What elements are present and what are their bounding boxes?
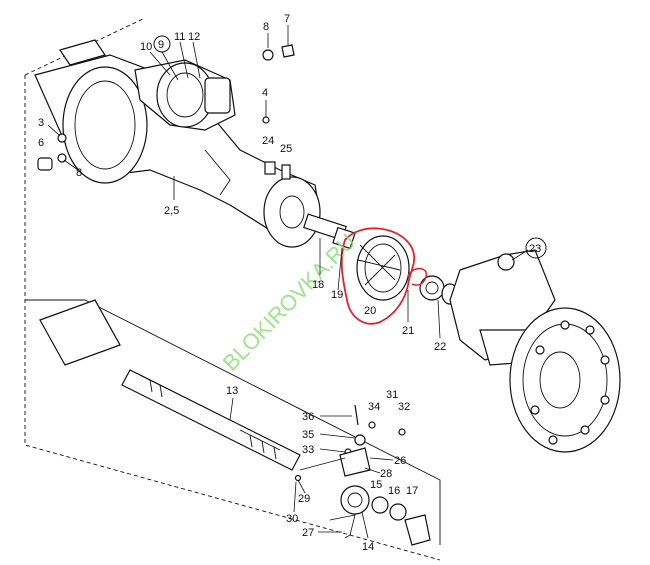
label-7: 7 xyxy=(284,13,290,25)
label-10: 10 xyxy=(140,41,152,53)
label-9-circle xyxy=(153,35,171,53)
label-8a: 8 xyxy=(263,21,269,33)
label-36: 36 xyxy=(302,411,314,423)
callout-labels: 7 8 10 9 11 12 4 3 6 8 24 25 2,5 18 19 2… xyxy=(38,13,547,553)
label-19: 19 xyxy=(331,289,343,301)
label-18: 18 xyxy=(312,279,324,291)
label-31: 31 xyxy=(386,389,398,401)
label-23: 23 xyxy=(529,243,541,255)
label-30: 30 xyxy=(286,513,298,525)
label-22: 22 xyxy=(434,341,446,353)
label-6: 6 xyxy=(38,137,44,149)
label-35: 35 xyxy=(302,429,314,441)
label-25: 25 xyxy=(280,143,292,155)
label-32: 32 xyxy=(398,401,410,413)
label-33: 33 xyxy=(302,444,314,456)
label-17: 17 xyxy=(406,485,418,497)
wheel-hub xyxy=(449,249,621,453)
label-13: 13 xyxy=(226,385,238,397)
label-20: 20 xyxy=(364,305,376,317)
label-27: 27 xyxy=(302,527,314,539)
watermark-text: BLOKIROVKA.RU xyxy=(218,229,361,376)
label-11: 11 xyxy=(174,31,185,43)
label-16: 16 xyxy=(388,485,400,497)
label-14: 14 xyxy=(362,541,374,553)
leader-lines xyxy=(47,25,529,539)
label-26: 26 xyxy=(394,455,406,467)
axle-housing xyxy=(34,39,321,248)
label-34: 34 xyxy=(368,401,380,413)
label-15: 15 xyxy=(370,479,382,491)
label-12: 12 xyxy=(188,31,200,43)
highlight-boot-20 xyxy=(340,227,428,325)
axle-shaft xyxy=(39,299,301,471)
label-21: 21 xyxy=(402,325,414,337)
label-28: 28 xyxy=(380,468,392,480)
label-23-circle xyxy=(525,237,547,259)
label-3: 3 xyxy=(38,117,44,129)
top-fasteners xyxy=(37,44,295,180)
label-8b: 8 xyxy=(76,167,82,179)
differential-lock-parts xyxy=(294,404,431,546)
drive-shaft-parts xyxy=(303,213,459,305)
label-4: 4 xyxy=(262,87,268,99)
label-29: 29 xyxy=(298,493,310,505)
label-24: 24 xyxy=(262,135,274,147)
label-2-5: 2,5 xyxy=(164,205,179,217)
label-9: 9 xyxy=(158,39,164,51)
